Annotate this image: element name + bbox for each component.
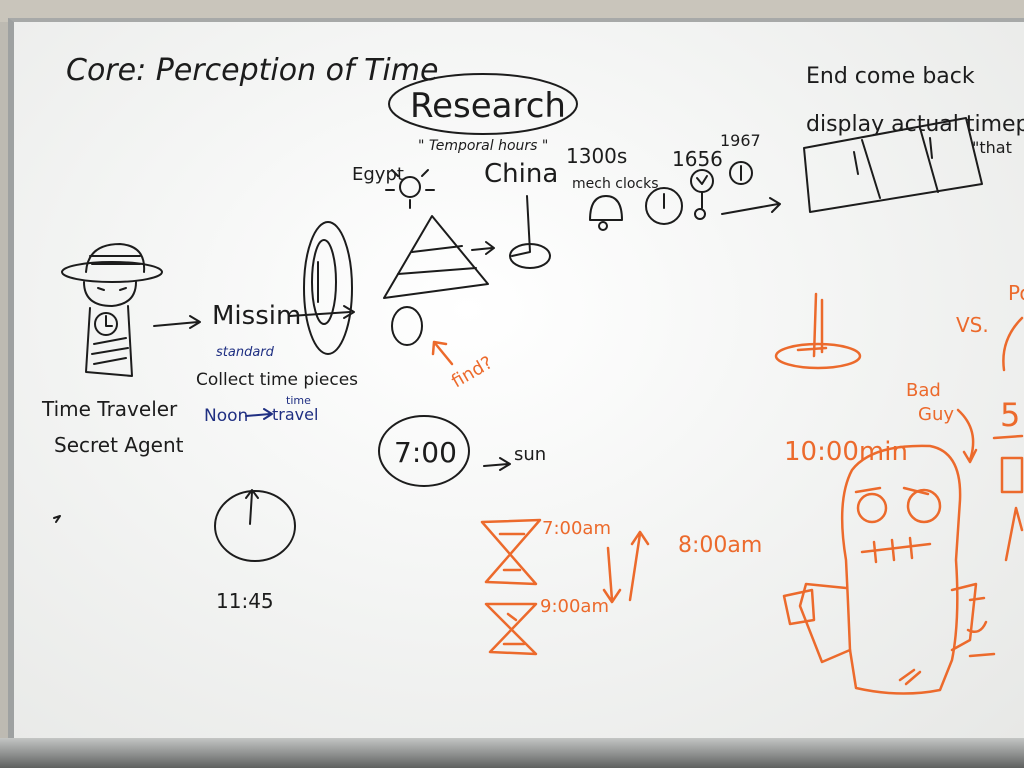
clock-700-circle: [378, 415, 470, 487]
right-scribble-mark: [966, 596, 996, 658]
arrow-to-china: [471, 241, 495, 255]
time-traveler-character: [61, 243, 163, 377]
am700-label: 7:00am: [542, 518, 611, 539]
china-label: China: [484, 159, 558, 189]
digital-clock-icon: [729, 161, 753, 185]
clock-1145-circle: [214, 490, 296, 562]
arrow-to-sun: [483, 457, 511, 471]
time-small-label: time: [286, 394, 311, 407]
bad-guy-label-2: Guy: [918, 404, 954, 425]
stray-mark: [53, 515, 61, 523]
right-curve-mark: [1002, 316, 1024, 372]
secret-agent-label: Secret Agent: [54, 433, 184, 457]
sundial-icon: [509, 195, 551, 269]
year-1967-label: 1967: [720, 131, 761, 150]
egypt-label: Egypt: [352, 164, 404, 185]
end-come-back-label: End come back: [806, 64, 975, 89]
ten-min-label: 10:00min: [784, 437, 908, 467]
bad-guy-label-1: Bad: [906, 380, 941, 401]
noon-label: Noon: [204, 406, 248, 426]
right-line-mark: [992, 434, 1024, 440]
am900-label: 9:00am: [540, 596, 609, 617]
arrow-up: [628, 530, 650, 602]
bell-icon: [589, 195, 623, 231]
portal-icon: [303, 221, 353, 355]
clock-icon: [645, 187, 683, 225]
find-arrow: [431, 340, 454, 366]
vs-label: VS.: [956, 313, 989, 337]
core-title: Core: Perception of Time: [66, 53, 438, 88]
arrow-down: [602, 546, 622, 604]
travel-label: travel: [272, 405, 318, 424]
year-1300-label: 1300s: [566, 144, 627, 168]
find-label: find?: [448, 352, 496, 392]
wall-background: [0, 0, 1024, 22]
bad-guy-arrow: [956, 408, 978, 464]
clock-hand: [245, 489, 259, 525]
year-1656-label: 1656: [672, 147, 723, 171]
display-case-icon: [803, 117, 983, 213]
mech-clocks-label: mech clocks: [572, 176, 659, 192]
sun-icon: [385, 169, 435, 209]
research-label: Research: [410, 86, 566, 126]
collect-label: Collect time pieces: [196, 370, 358, 390]
arrow-noon: [245, 408, 273, 420]
five-label: 5: [1000, 396, 1020, 434]
temporal-hours-label: " Temporal hours ": [418, 138, 548, 154]
clock-1145-label: 11:45: [216, 589, 274, 613]
po-label: Po: [1008, 281, 1024, 305]
right-arrow-mark: [1004, 506, 1024, 562]
orange-sundial-icon: [774, 292, 862, 370]
arrow-to-mission: [153, 315, 201, 329]
that-label: "that: [972, 138, 1012, 157]
standard-label: standard: [216, 345, 275, 360]
arrow-to-portal: [289, 305, 355, 319]
mission-label: Missim: [212, 301, 301, 331]
pyramid-icon: [383, 215, 489, 299]
hourglass-icon-top: [480, 518, 542, 586]
right-box-mark: [1000, 456, 1024, 494]
marker-tray: [0, 738, 1024, 768]
bad-guy-character: [782, 444, 978, 695]
arrow-to-display: [721, 197, 781, 215]
time-traveler-label: Time Traveler: [41, 397, 178, 421]
seven-label: 7:00: [394, 436, 457, 469]
shadow-clock-icon: [391, 306, 423, 346]
hourglass-icon-bottom: [484, 602, 538, 656]
pendulum-clock-icon: [690, 169, 714, 220]
research-bubble: [388, 73, 578, 135]
am800-label: 8:00am: [678, 533, 762, 558]
sun-label: sun: [514, 444, 546, 465]
